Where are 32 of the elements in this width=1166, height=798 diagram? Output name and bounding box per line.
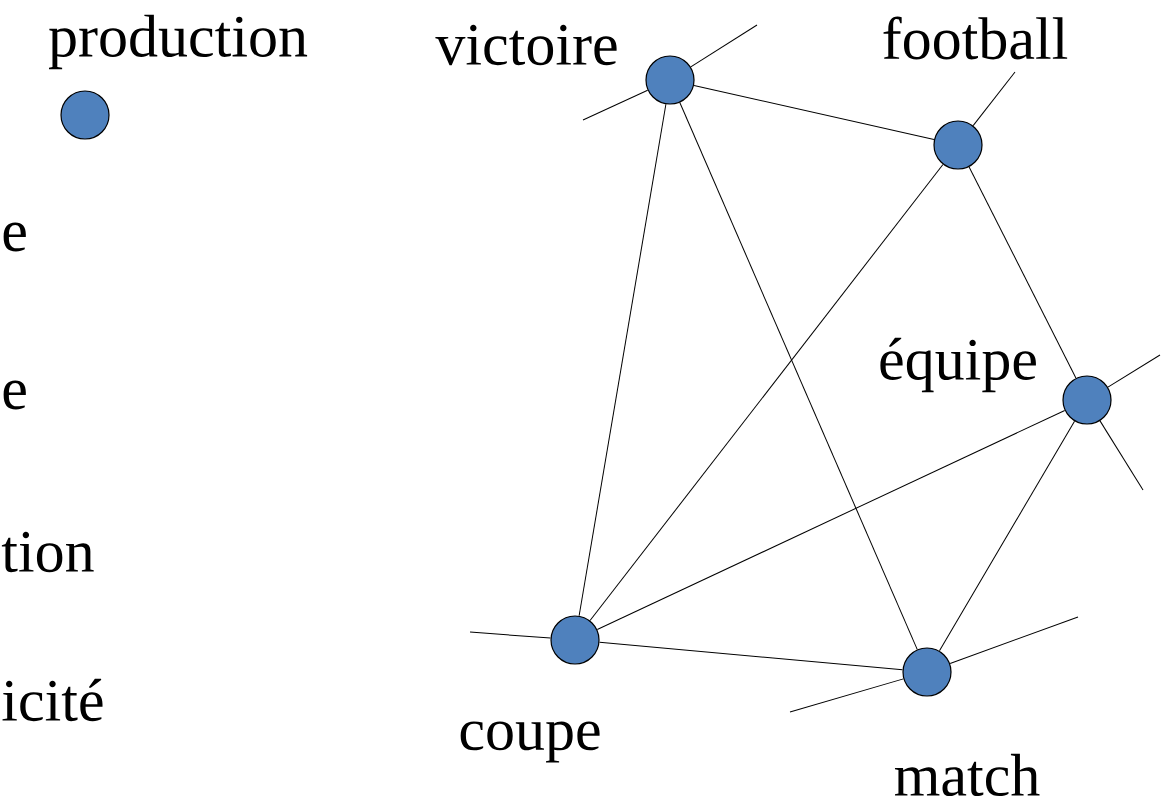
- edge-line: [589, 163, 944, 622]
- edge-line: [968, 166, 1077, 379]
- edge-line: [939, 420, 1076, 652]
- edge-line: [690, 24, 758, 68]
- word-label: icité: [2, 678, 103, 722]
- graph-node: match: [894, 647, 1040, 797]
- graph-node: équipe: [880, 337, 1112, 425]
- edge-line: [679, 102, 918, 650]
- edge-line: [1107, 354, 1161, 388]
- word-label: e: [3, 380, 26, 410]
- edge-line: [1099, 420, 1144, 491]
- graph-node: coupe: [460, 615, 600, 763]
- edge-line: [972, 71, 1016, 127]
- word-label: tion: [1, 531, 94, 573]
- edge-line: [582, 89, 649, 121]
- edge-line: [949, 616, 1079, 665]
- graph-node: victoire: [435, 24, 695, 105]
- word-label: e: [3, 222, 26, 252]
- node-label: match: [894, 753, 1040, 797]
- node-label: football: [883, 16, 1068, 60]
- edge-line: [789, 678, 904, 713]
- node-label: victoire: [435, 24, 617, 66]
- graph-node: football: [883, 16, 1068, 170]
- edge-line: [469, 631, 551, 639]
- edge-line: [693, 84, 935, 141]
- edge-line: [578, 103, 667, 617]
- node-label: coupe: [460, 721, 600, 763]
- edge-line: [596, 409, 1066, 631]
- node-label: production: [49, 14, 308, 70]
- node-label: équipe: [880, 337, 1036, 393]
- graph-node: production: [49, 14, 308, 140]
- edge-line: [599, 641, 903, 671]
